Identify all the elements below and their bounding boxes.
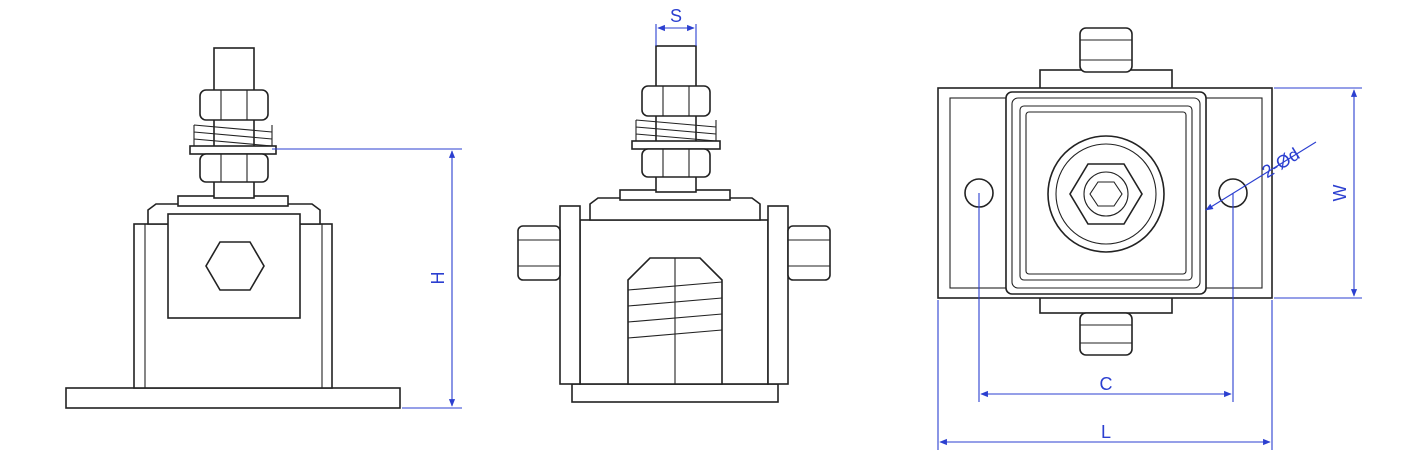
top-lower-nut — [1079, 312, 1133, 356]
hole-spacing-label: C — [1100, 374, 1113, 394]
front-upper-nut — [199, 89, 269, 121]
front-base-plate — [65, 387, 401, 409]
top-upper-tab — [1039, 69, 1173, 91]
hole-spacing-dimension: C — [978, 193, 1234, 402]
side-right-plate — [767, 205, 789, 385]
hex-bolt-head — [205, 241, 265, 291]
side-washer — [631, 140, 721, 150]
side-inner-spring — [627, 281, 723, 339]
front-view — [65, 47, 401, 409]
side-lower-nut — [641, 148, 711, 178]
front-washer — [189, 145, 277, 155]
length-label: L — [1101, 422, 1111, 442]
height-dimension: H — [272, 148, 462, 409]
width-label: W — [1330, 185, 1350, 202]
height-label: H — [428, 272, 448, 285]
side-left-plate — [559, 205, 581, 385]
top-view — [937, 27, 1273, 356]
width-dimension: W — [1274, 87, 1362, 299]
side-right-nut — [787, 225, 831, 281]
stud-label: S — [670, 6, 682, 26]
side-view — [517, 45, 831, 403]
length-dimension: L — [937, 300, 1273, 450]
side-cap — [589, 197, 761, 221]
side-spring-coil — [635, 119, 717, 142]
front-lower-nut — [199, 153, 269, 183]
top-lower-tab — [1039, 296, 1173, 314]
side-base-plate — [571, 383, 779, 403]
top-upper-nut — [1079, 27, 1133, 73]
top-hex-nut — [1069, 163, 1143, 225]
side-left-nut — [517, 225, 561, 281]
front-spring-coil — [193, 124, 273, 147]
stud-dimension: S — [655, 6, 697, 46]
side-upper-nut — [641, 85, 711, 117]
